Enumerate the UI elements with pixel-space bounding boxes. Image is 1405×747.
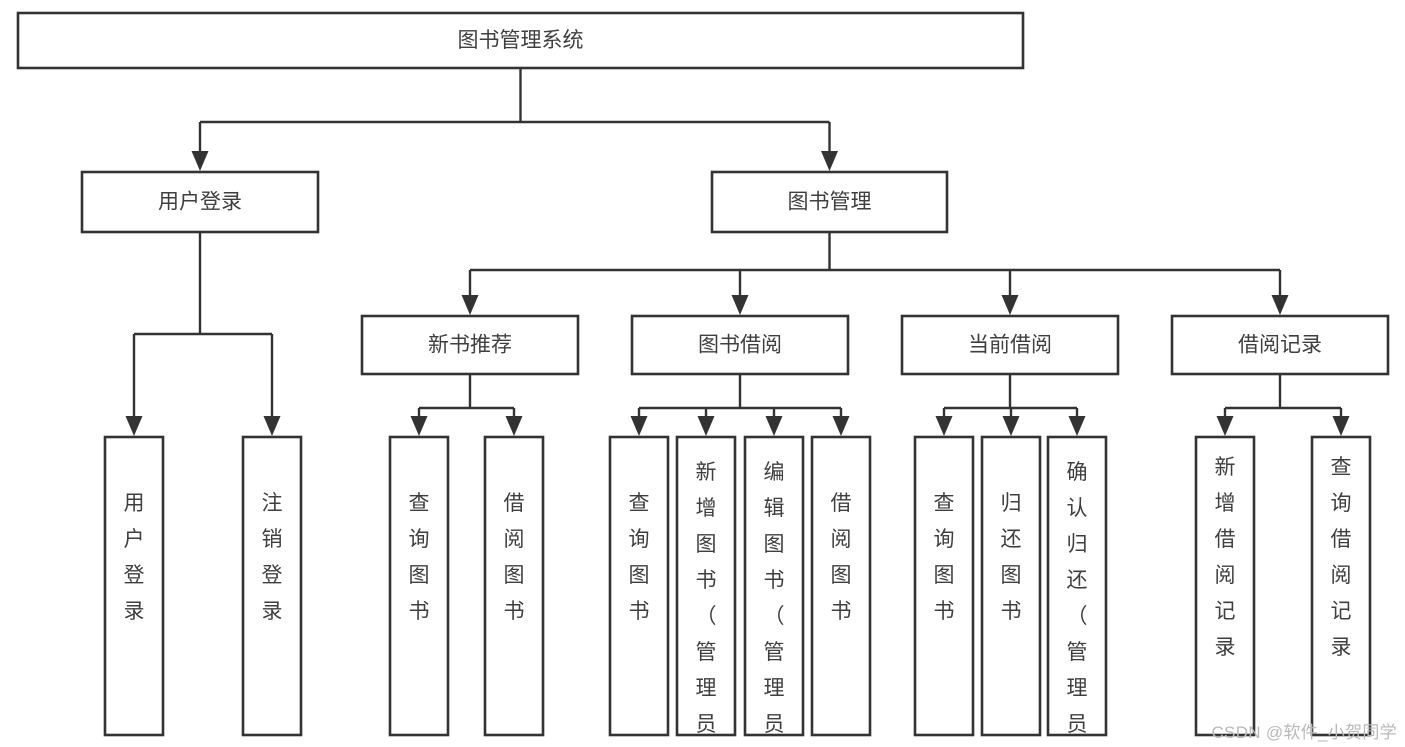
- node-leaf-add-record[interactable]: 新增借阅记录: [1194, 435, 1256, 737]
- node-label: 用户登录: [124, 492, 145, 623]
- node-leaf-edit-book[interactable]: 编辑图书（管理员）: [743, 435, 805, 747]
- node-leaf-user-login[interactable]: 用户登录: [103, 435, 165, 737]
- arrow-head-icon: [1271, 295, 1289, 315]
- node-box: [1170, 314, 1390, 376]
- node-leaf-query-book-1[interactable]: 查询图书: [388, 435, 450, 737]
- node-box: [675, 435, 737, 737]
- arrow-head-icon: [1002, 416, 1020, 436]
- node-label: 借阅记录: [1238, 334, 1322, 357]
- node-current-borrow[interactable]: 当前借阅: [900, 314, 1120, 376]
- node-label: 借阅图书: [504, 492, 525, 623]
- node-box: [1194, 435, 1256, 737]
- node-box: [743, 435, 805, 737]
- node-label: 查询图书: [409, 492, 430, 623]
- node-borrow-record[interactable]: 借阅记录: [1170, 314, 1390, 376]
- node-label: 用户登录: [158, 191, 242, 214]
- arrow-head-icon: [697, 416, 715, 436]
- node-label: 图书借阅: [698, 334, 782, 357]
- node-box: [241, 435, 303, 737]
- node-box: [913, 435, 975, 737]
- node-box: [388, 435, 450, 737]
- arrow-head-icon: [461, 295, 479, 315]
- arrow-head-icon: [765, 416, 783, 436]
- node-label: 查询借阅记录: [1331, 456, 1352, 659]
- node-user-login[interactable]: 用户登录: [80, 170, 320, 234]
- node-book-borrow[interactable]: 图书借阅: [630, 314, 850, 376]
- node-root[interactable]: 图书管理系统: [16, 11, 1025, 70]
- node-leaf-user-logout[interactable]: 注销登录: [241, 435, 303, 737]
- arrow-head-icon: [1216, 416, 1234, 436]
- arrow-head-icon: [935, 416, 953, 436]
- arrow-head-icon: [821, 151, 838, 171]
- node-box: [1310, 435, 1372, 737]
- connectors-layer: [125, 68, 1350, 436]
- node-label: 新书推荐: [428, 334, 512, 357]
- node-label: 新增借阅记录: [1215, 456, 1236, 659]
- node-new-book-recommend[interactable]: 新书推荐: [360, 314, 580, 376]
- node-label: 新增图书（管理员）: [696, 461, 717, 747]
- node-label: 查询图书: [934, 492, 955, 623]
- node-box: [630, 314, 850, 376]
- node-box: [360, 314, 580, 376]
- node-leaf-add-book[interactable]: 新增图书（管理员）: [675, 435, 737, 747]
- node-box: [103, 435, 165, 737]
- node-box: [16, 11, 1025, 70]
- node-leaf-query-book-2[interactable]: 查询图书: [608, 435, 670, 737]
- node-leaf-borrow-book-1[interactable]: 借阅图书: [483, 435, 545, 737]
- node-label: 借阅图书: [831, 492, 852, 623]
- node-label: 查询图书: [629, 492, 650, 623]
- node-box: [80, 170, 320, 234]
- arrow-head-icon: [410, 416, 428, 436]
- watermark-label: CSDN @软件_小贺同学: [1211, 723, 1397, 742]
- node-label: 图书管理: [788, 191, 872, 214]
- node-leaf-query-book-3[interactable]: 查询图书: [913, 435, 975, 737]
- node-box: [1046, 435, 1108, 737]
- node-leaf-query-record[interactable]: 查询借阅记录: [1310, 435, 1372, 737]
- node-label: 确认归还（管理员）: [1067, 461, 1088, 747]
- node-leaf-return-book[interactable]: 归还图书: [980, 435, 1042, 737]
- node-leaf-borrow-book-2[interactable]: 借阅图书: [810, 435, 872, 737]
- arrow-head-icon: [832, 416, 850, 436]
- nodes-layer: 图书管理系统用户登录图书管理新书推荐图书借阅当前借阅借阅记录用户登录注销登录查询…: [16, 11, 1390, 747]
- node-label: 归还图书: [1001, 492, 1022, 623]
- node-box: [980, 435, 1042, 737]
- node-label: 当前借阅: [968, 334, 1052, 357]
- node-leaf-confirm-return[interactable]: 确认归还（管理员）: [1046, 435, 1108, 747]
- arrow-head-icon: [1332, 416, 1350, 436]
- node-label: 注销登录: [262, 492, 283, 623]
- arrow-head-icon: [731, 295, 749, 315]
- arrow-head-icon: [125, 416, 143, 436]
- arrow-head-icon: [630, 416, 648, 436]
- node-label: 编辑图书（管理员）: [764, 461, 785, 747]
- node-box: [900, 314, 1120, 376]
- arrow-head-icon: [1001, 295, 1019, 315]
- node-box: [710, 170, 949, 234]
- node-box: [810, 435, 872, 737]
- node-box: [483, 435, 545, 737]
- arrow-head-icon: [505, 416, 523, 436]
- arrow-head-icon: [1068, 416, 1086, 436]
- arrow-head-icon: [263, 416, 281, 436]
- node-book-manage[interactable]: 图书管理: [710, 170, 949, 234]
- node-label: 图书管理系统: [458, 29, 584, 52]
- node-box: [608, 435, 670, 737]
- arrow-head-icon: [191, 151, 209, 171]
